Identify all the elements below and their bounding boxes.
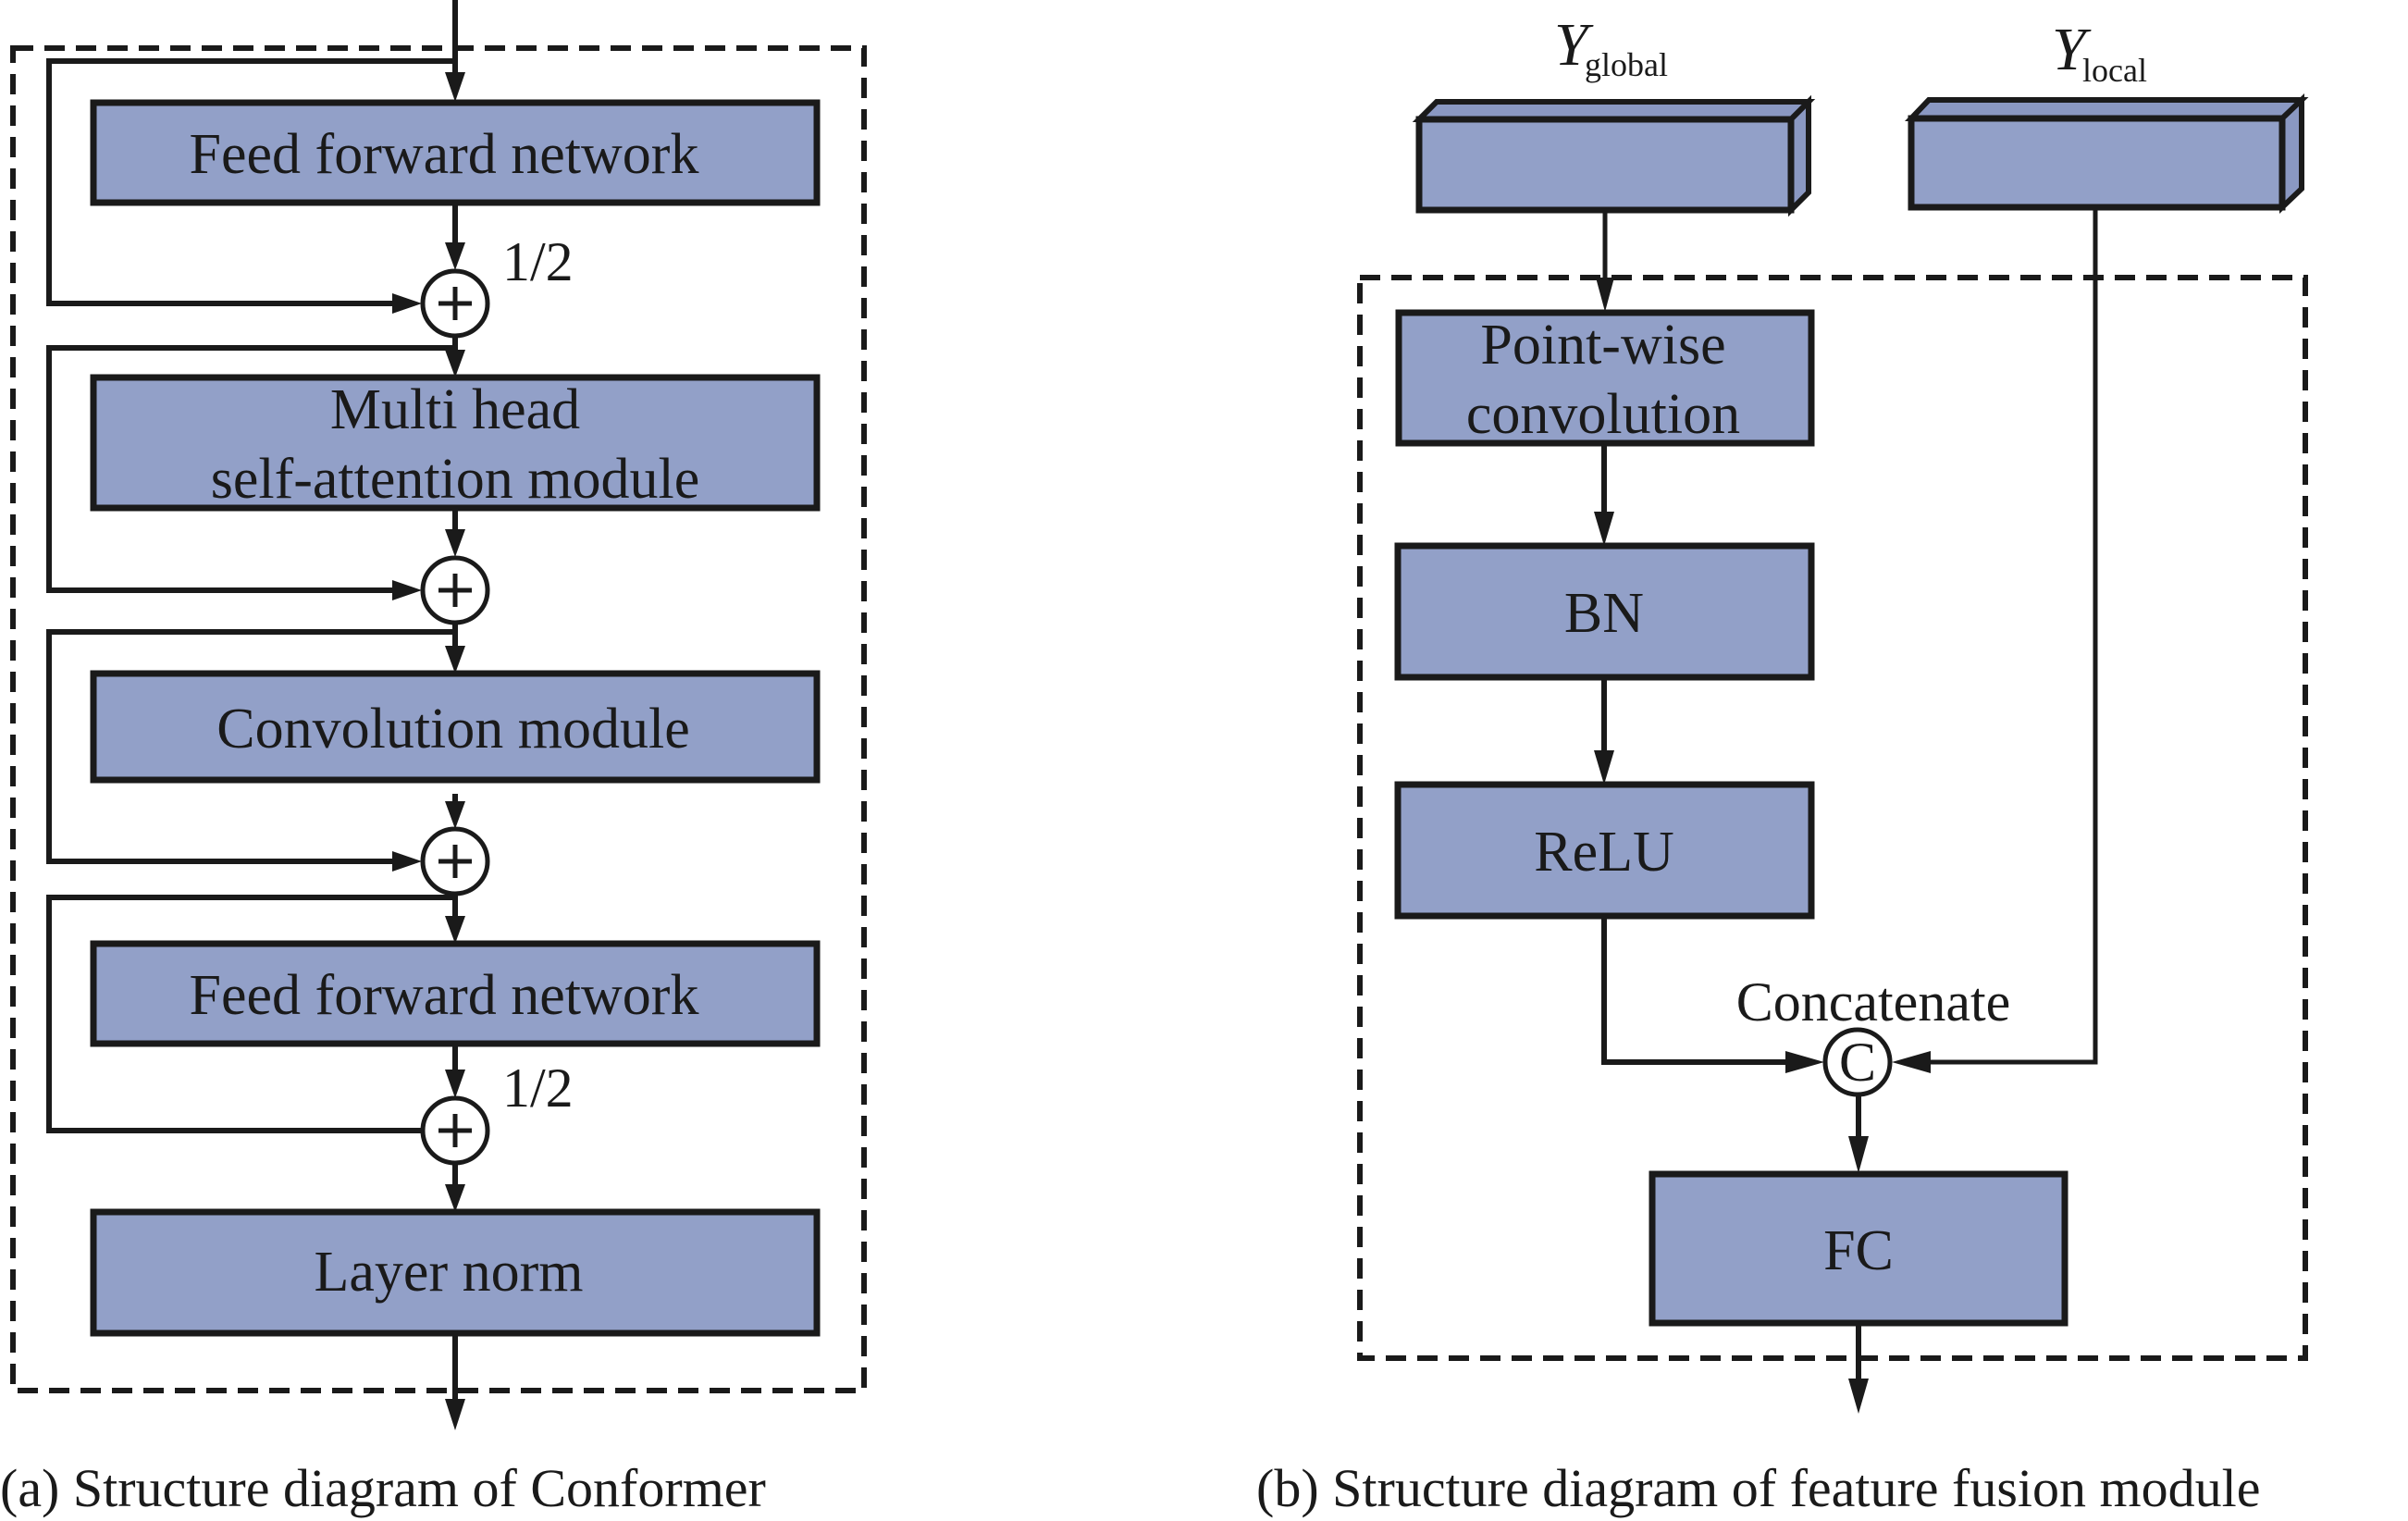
- tensor-global: [1412, 94, 1816, 217]
- block-layernorm: [90, 1208, 821, 1337]
- symbol-y-local: Y: [2052, 16, 2092, 83]
- block-mhsa-label-line2: self-attention module: [211, 448, 700, 511]
- block-layernorm-label: Layer norm: [315, 1241, 584, 1304]
- residual-add-node-3: [420, 826, 490, 897]
- tensor-local: [1905, 93, 2309, 214]
- arrow-local-into-concat: [1892, 1051, 1931, 1073]
- input-label-global: Y global: [1554, 11, 1668, 83]
- arrow-relu-into-concat: [1785, 1051, 1824, 1073]
- arrow-into-ffn2: [445, 916, 465, 944]
- concat-node: C: [1822, 1027, 1893, 1097]
- arrow-into-layernorm: [445, 1184, 465, 1212]
- arrow-into-add1: [445, 242, 465, 270]
- concat-label: Concatenate: [1736, 971, 2011, 1033]
- block-conv-label: Convolution module: [216, 698, 690, 760]
- block-ffn1-label: Feed forward network: [190, 123, 699, 186]
- block-ffn2-label: Feed forward network: [190, 964, 699, 1027]
- arrow-output-b: [1848, 1379, 1869, 1414]
- subscript-local: local: [2082, 52, 2147, 89]
- block-conv: [90, 670, 821, 784]
- concat-symbol: C: [1839, 1032, 1876, 1093]
- caption-b: (b) Structure diagram of feature fusion …: [1256, 1458, 2261, 1518]
- block-mhsa: [90, 374, 821, 512]
- arrow-into-add2: [445, 529, 465, 557]
- block-mhsa-label-line1: Multi head: [330, 378, 580, 441]
- arrow-residual-2: [392, 580, 422, 600]
- arrow-into-add3: [445, 801, 465, 829]
- arrow-into-fc: [1848, 1136, 1869, 1173]
- arrow-into-conv: [445, 646, 465, 674]
- arrow-into-ffn1: [445, 72, 465, 102]
- residual-path-1: [46, 58, 455, 306]
- residual-path-2: [46, 345, 455, 593]
- local-to-concat-path: [1906, 207, 2098, 1065]
- scale-label-half-2: 1/2: [502, 1057, 574, 1119]
- arrow-into-mhsa: [445, 350, 465, 377]
- symbol-y-global: Y: [1554, 11, 1594, 79]
- block-fc: [1649, 1170, 2068, 1327]
- block-bn: [1394, 542, 1815, 681]
- subscript-global: global: [1585, 46, 1668, 83]
- block-pointwise-label-line2: convolution: [1466, 383, 1740, 446]
- arrow-output-a: [445, 1399, 465, 1430]
- residual-add-node-2: [420, 555, 490, 625]
- block-relu-label: ReLU: [1534, 821, 1674, 884]
- residual-path-4: [46, 895, 455, 1133]
- fusion-dashed-boundary: [1357, 275, 2308, 1361]
- conformer-dashed-boundary: [10, 45, 867, 1393]
- arrow-into-pointwise: [1596, 278, 1614, 312]
- relu-to-concat-path: [1601, 916, 1809, 1065]
- input-label-local: Y local: [2052, 16, 2147, 89]
- residual-add-node-1: [420, 268, 490, 339]
- arrow-residual-3: [392, 851, 422, 872]
- panel-a-conformer: Feed forward network 1/2 Multi head self…: [0, 0, 867, 1518]
- panel-b-feature-fusion: Y global Y local Point-wise convolution: [1256, 11, 2309, 1518]
- block-ffn1: [90, 99, 821, 206]
- arrow-into-bn: [1594, 512, 1614, 546]
- caption-a: (a) Structure diagram of Conformer: [0, 1458, 766, 1518]
- arrow-into-add4: [445, 1070, 465, 1098]
- block-pointwise-label-line1: Point-wise: [1480, 314, 1725, 377]
- block-pointwise: [1395, 309, 1815, 447]
- arrow-into-relu: [1594, 750, 1614, 785]
- residual-add-node-4: [420, 1095, 490, 1166]
- block-bn-label: BN: [1564, 582, 1644, 645]
- block-relu: [1394, 781, 1815, 920]
- arrow-residual-1: [392, 293, 422, 314]
- block-fc-label: FC: [1823, 1219, 1894, 1282]
- residual-path-3: [46, 629, 455, 864]
- scale-label-half-1: 1/2: [502, 231, 574, 292]
